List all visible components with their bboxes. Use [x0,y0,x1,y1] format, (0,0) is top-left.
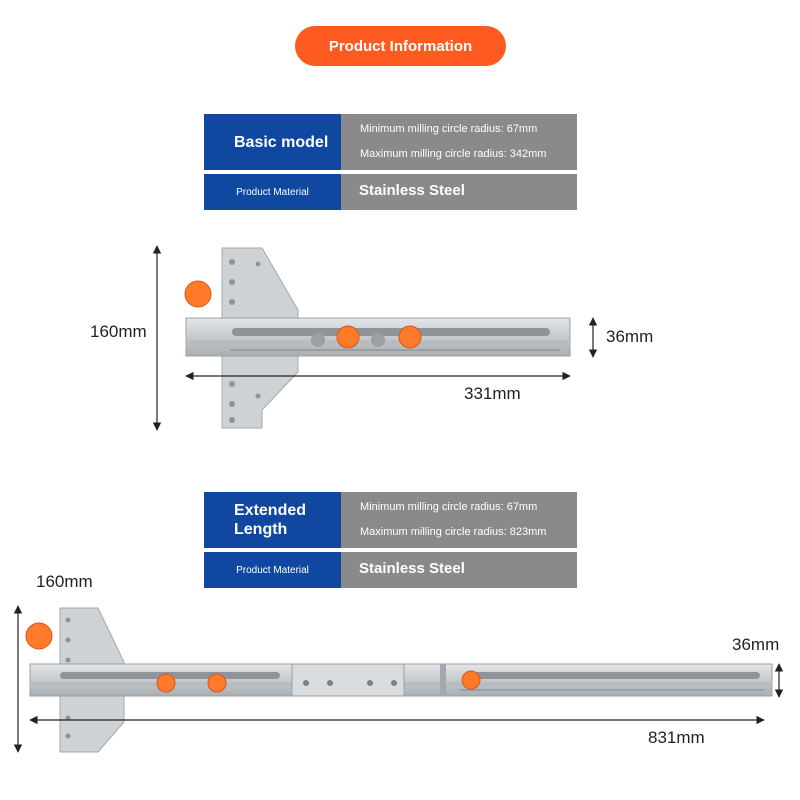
material-value-cell: Stainless Steel [341,174,577,210]
basic-model-tool [184,247,571,429]
spec-row: Extended Length Minimum milling circle r… [204,492,577,548]
material-label-cell: Product Material [204,552,341,588]
material-value: Stainless Steel [359,560,465,577]
max-radius-text: Maximum milling circle radius: 823mm [360,526,547,538]
material-row: Product Material Stainless Steel [204,552,577,588]
min-radius-text: Minimum milling circle radius: 67mm [360,123,538,135]
material-value-cell: Stainless Steel [341,552,577,588]
model-name: Extended Length [234,502,307,538]
basic-thickness-label: 36mm [606,327,654,346]
min-radius-text: Minimum milling circle radius: 67mm [360,501,538,513]
banner-title: Product Information [328,37,473,55]
spec-values-cell: Minimum milling circle radius: 67mm Maxi… [341,114,577,170]
extended-thickness-label: 36mm [732,635,780,654]
model-name-cell: Extended Length [204,492,341,548]
material-label: Product Material [236,186,309,198]
spec-row: Basic model Minimum milling circle radiu… [204,114,577,170]
extended-length-label: 831mm [648,728,705,747]
basic-height-label: 160mm [90,322,147,341]
product-information-banner: Product Information [295,26,506,66]
extended-height-label: 160mm [36,572,93,591]
basic-dimension-arrows [152,245,598,431]
material-label: Product Material [236,564,309,576]
material-value: Stainless Steel [359,182,465,199]
basic-length-label: 331mm [464,384,521,403]
material-label-cell: Product Material [204,174,341,210]
model-name-cell: Basic model [204,114,341,170]
spec-values-cell: Minimum milling circle radius: 67mm Maxi… [341,492,577,548]
max-radius-text: Maximum milling circle radius: 342mm [360,148,547,160]
extended-dimension-arrows [13,605,784,753]
material-row: Product Material Stainless Steel [204,174,577,210]
model-name: Basic model [234,133,329,151]
